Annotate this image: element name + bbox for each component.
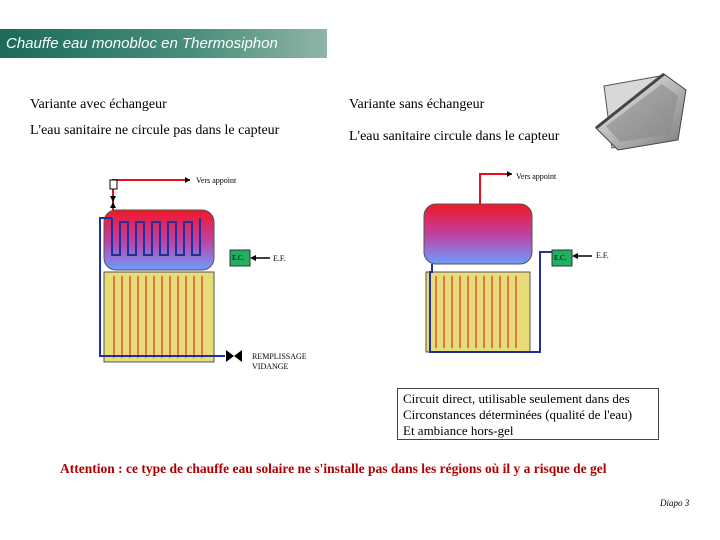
left-valve [110,196,116,208]
left-ef-label: E.F. [273,254,286,263]
left-vent [110,180,117,189]
note-line-3: Et ambiance hors-gel [403,423,653,439]
vidange-label: VIDANGE [252,362,288,371]
slide-number: Diapo 3 [660,498,689,508]
right-vers-appoint-label: Vers appoint [516,172,556,181]
note-line-2: Circonstances déterminées (qualité de l'… [403,407,653,423]
left-drain-valve [226,350,242,362]
right-vers-appoint-pipe [480,174,512,204]
right-collector [426,272,530,352]
left-diagram [100,177,270,362]
remplissage-label: REMPLISSAGE [252,352,307,361]
warning-text: Attention : ce type de chauffe eau solai… [60,461,607,477]
right-diagram [424,171,592,352]
right-ef-label: E.F. [596,251,609,260]
note-line-1: Circuit direct, utilisable seulement dan… [403,391,653,407]
solar-panel-image [596,74,686,150]
left-ec-label: E.C. [232,254,244,262]
note-box: Circuit direct, utilisable seulement dan… [397,388,659,440]
left-collector [104,272,214,362]
left-vers-appoint-label: Vers appoint [196,176,236,185]
left-vers-appoint-pipe [113,180,190,210]
right-ec-label: E.C. [554,254,566,262]
right-tank [424,204,532,264]
